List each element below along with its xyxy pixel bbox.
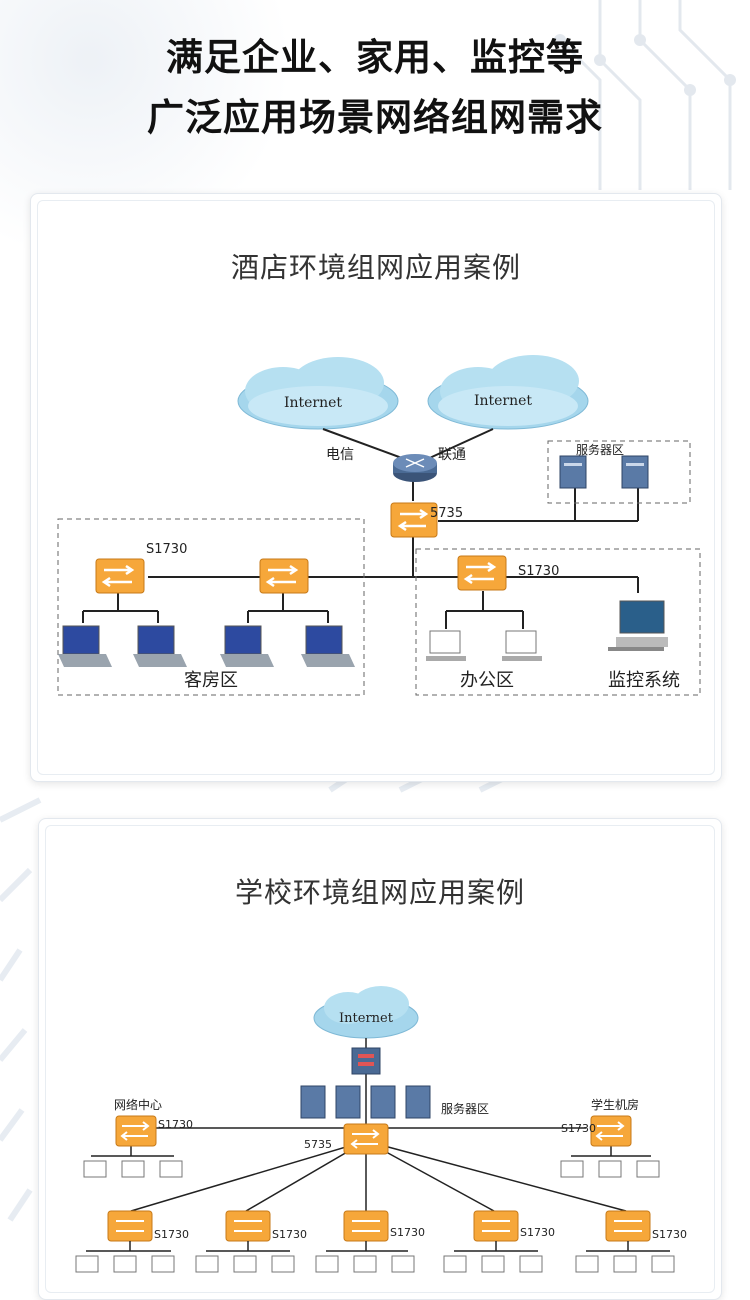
internet-cloud bbox=[313, 986, 419, 1039]
school-network-diagram: Internet bbox=[75, 986, 687, 1273]
branch-switch-label-4: S1730 bbox=[520, 1226, 555, 1239]
hotel-card-inner: 酒店环境组网应用案例 Internet Internet bbox=[37, 200, 715, 775]
switch-label-c: S1730 bbox=[518, 564, 559, 579]
access-switch-icon bbox=[590, 1115, 632, 1147]
internet-label-1: Internet bbox=[284, 395, 342, 411]
core-switch-icon bbox=[390, 502, 438, 538]
student-lab-label: 学生机房 bbox=[591, 1097, 639, 1112]
server-icon bbox=[559, 455, 649, 489]
access-switch-icon bbox=[95, 558, 309, 594]
guest-zone-box bbox=[57, 518, 365, 696]
net-center-switch-label: S1730 bbox=[158, 1118, 193, 1131]
headline-line-2: 广泛应用场景网络组网需求 bbox=[147, 96, 603, 139]
office-zone-box bbox=[415, 548, 701, 696]
headline-line-1: 满足企业、家用、监控等 bbox=[166, 36, 584, 79]
school-case-title: 学校环境组网应用案例 bbox=[234, 876, 525, 909]
page-headline: 满足企业、家用、监控等 广泛应用场景网络组网需求 bbox=[0, 28, 750, 148]
firewall-icon bbox=[351, 1047, 381, 1075]
desktop-pc-icon bbox=[83, 1160, 183, 1178]
desktop-pc-icon bbox=[426, 630, 542, 661]
isp-label-unicom: 联通 bbox=[438, 447, 466, 463]
laptop-icon bbox=[58, 625, 355, 667]
hotel-case-title: 酒店环境组网应用案例 bbox=[230, 251, 521, 284]
core-switch-icon bbox=[343, 1123, 389, 1155]
hotel-network-diagram: Internet Internet bbox=[57, 355, 701, 696]
monitor-system-icon bbox=[608, 600, 668, 651]
office-zone-label: 办公区 bbox=[460, 670, 514, 691]
server-zone-label: 服务器区 bbox=[576, 442, 624, 457]
desktop-pc-icon bbox=[75, 1255, 675, 1273]
server-icon bbox=[300, 1085, 431, 1119]
switch-label-a: S1730 bbox=[146, 542, 187, 557]
internet-cloud-unicom bbox=[427, 355, 589, 430]
server-zone-label: 服务器区 bbox=[441, 1101, 489, 1116]
office-switch-icon bbox=[457, 555, 507, 591]
core-switch-label: 5735 bbox=[304, 1138, 332, 1151]
hotel-case-card: 酒店环境组网应用案例 Internet Internet bbox=[30, 193, 722, 782]
branch-switch-label-3: S1730 bbox=[390, 1226, 425, 1239]
access-switch-icon bbox=[115, 1115, 157, 1147]
desktop-pc-icon bbox=[560, 1160, 660, 1178]
internet-label: Internet bbox=[339, 1011, 394, 1026]
branch-switch-label-2: S1730 bbox=[272, 1228, 307, 1241]
server-zone-box bbox=[547, 440, 691, 504]
branch-switch-label-1: S1730 bbox=[154, 1228, 189, 1241]
school-case-card: 学校环境组网应用案例 Internet bbox=[38, 818, 722, 1300]
student-lab-switch-label: S1730 bbox=[561, 1122, 596, 1135]
core-switch-label: 5735 bbox=[430, 506, 463, 521]
branch-switch-icon bbox=[107, 1210, 651, 1242]
monitor-zone-label: 监控系统 bbox=[608, 670, 680, 691]
internet-label-2: Internet bbox=[474, 393, 532, 409]
guest-zone-label: 客房区 bbox=[184, 670, 238, 691]
net-center-label: 网络中心 bbox=[114, 1097, 162, 1112]
router-icon bbox=[393, 454, 437, 482]
branch-switch-label-5: S1730 bbox=[652, 1228, 687, 1241]
internet-cloud-telecom bbox=[237, 357, 399, 430]
school-card-inner: 学校环境组网应用案例 Internet bbox=[45, 825, 715, 1293]
isp-label-telecom: 电信 bbox=[326, 447, 354, 463]
